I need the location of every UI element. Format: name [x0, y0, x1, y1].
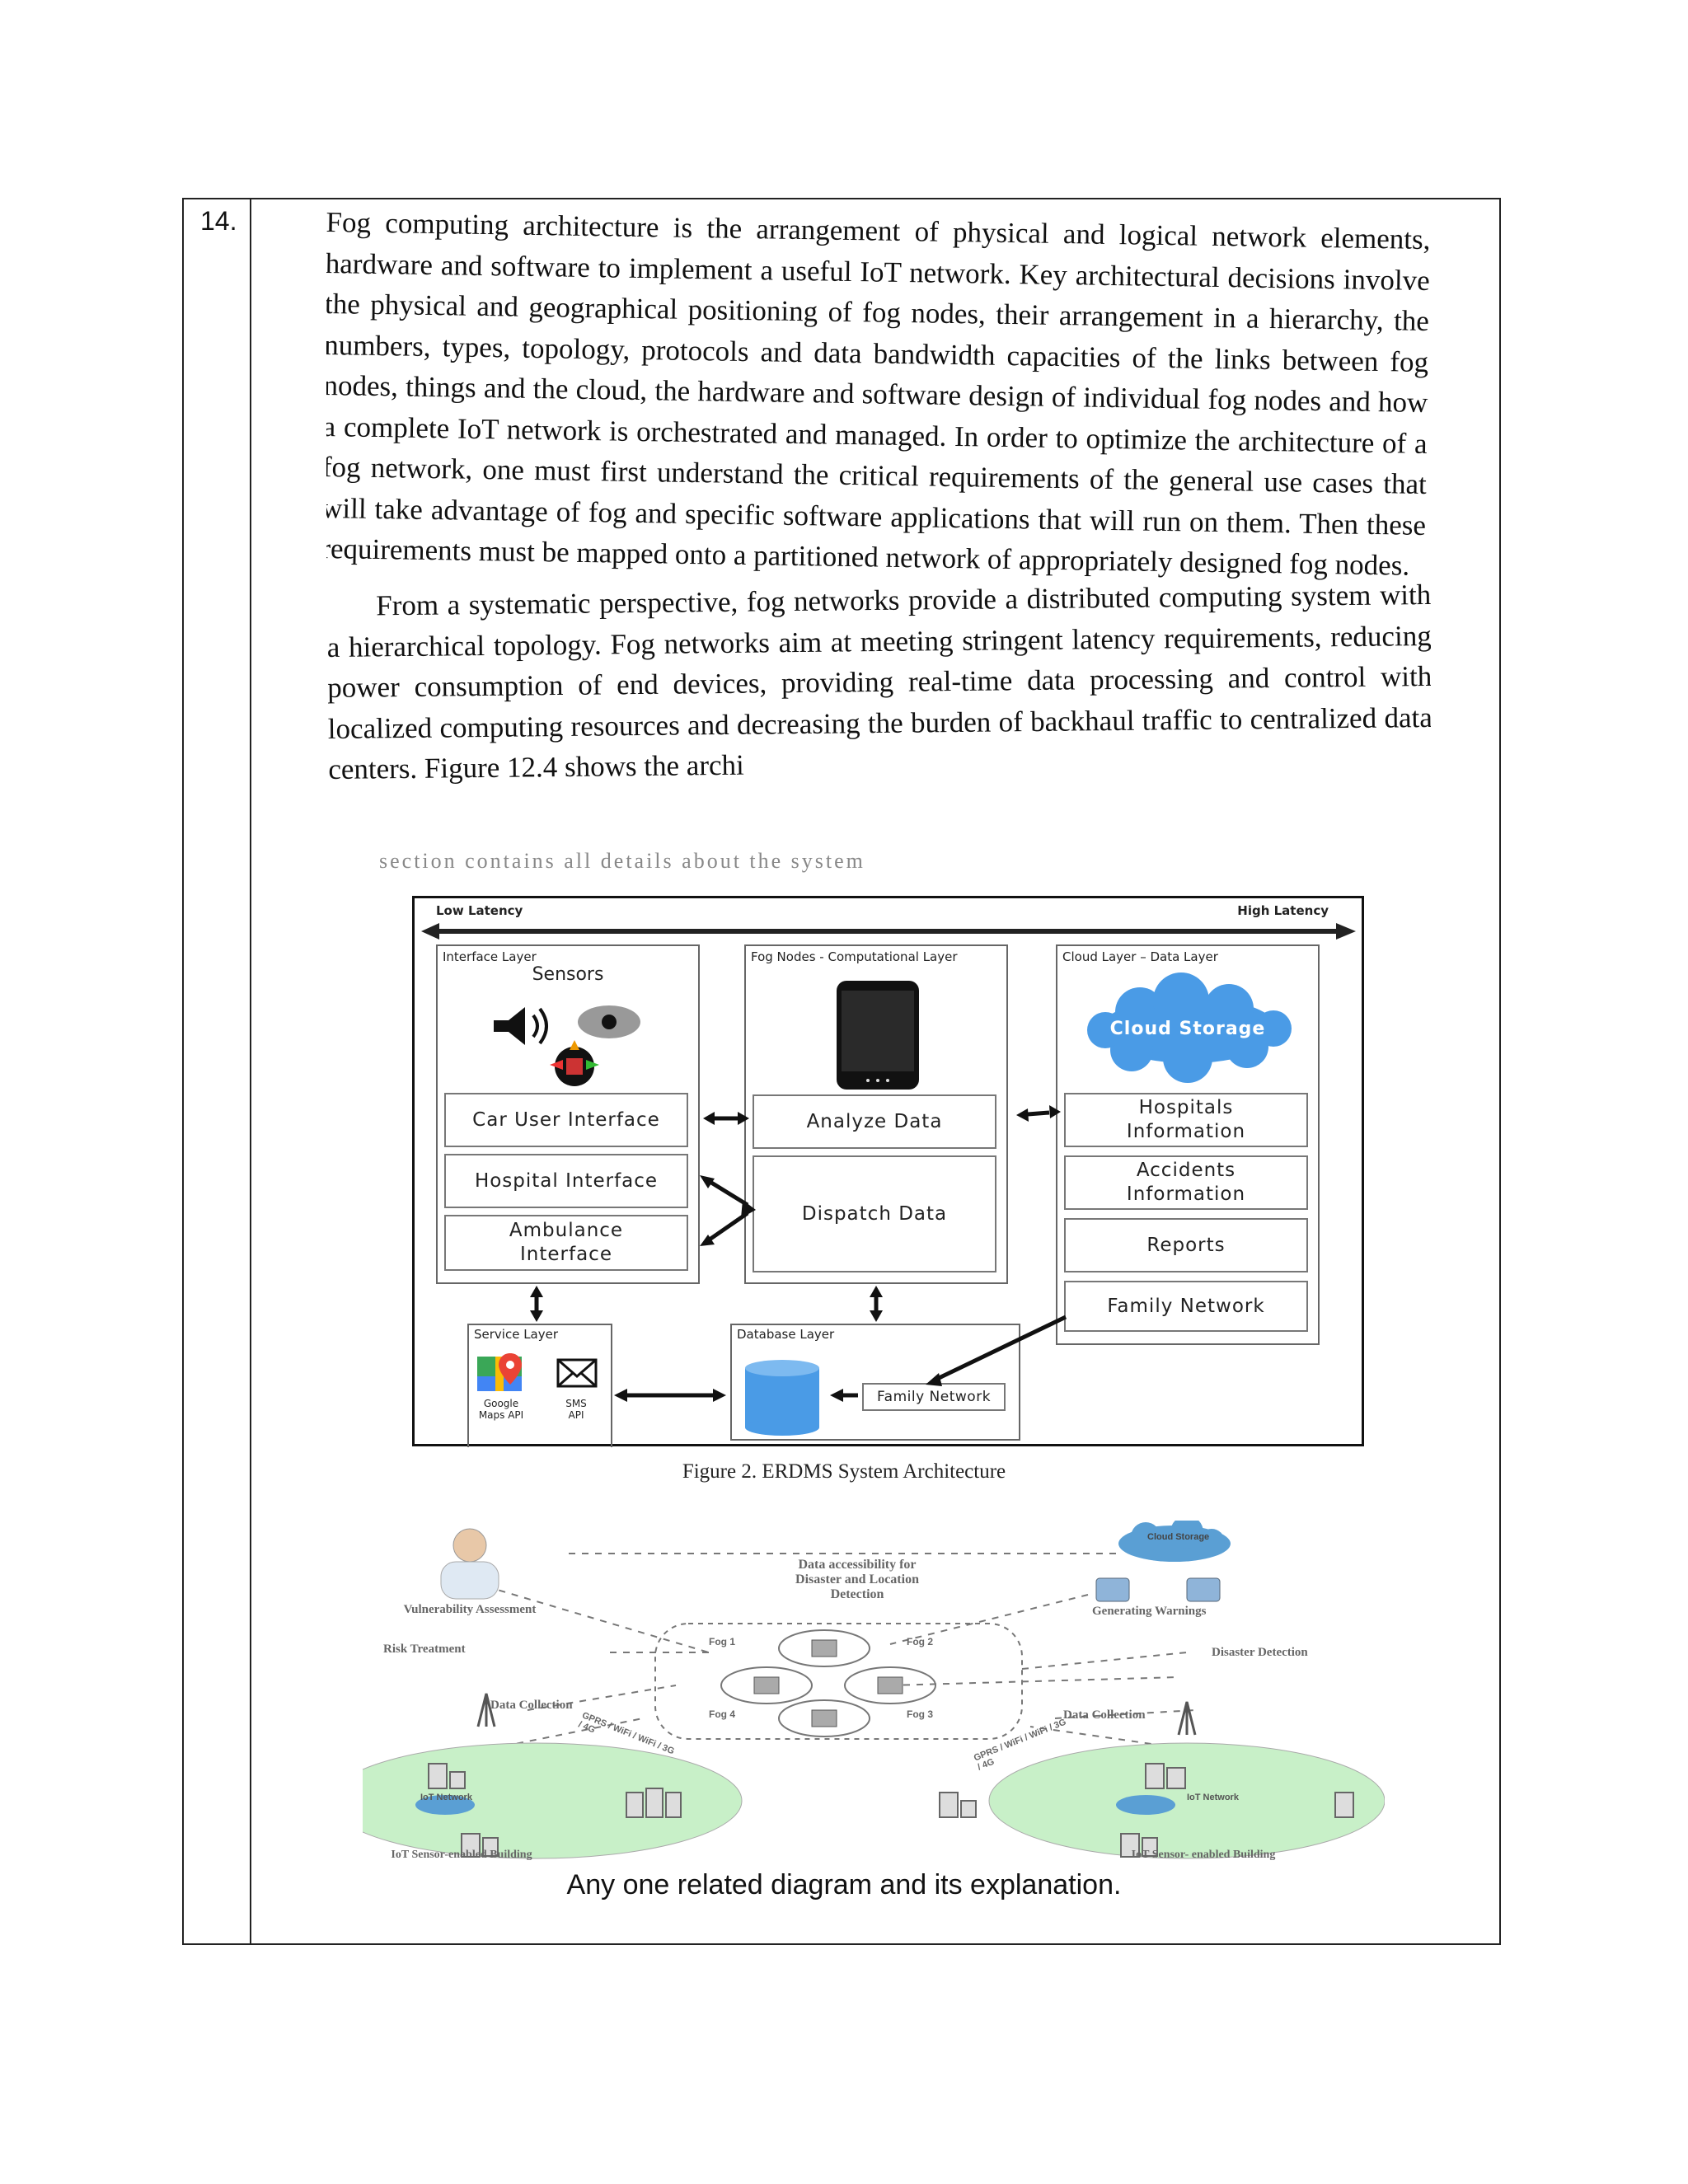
- fig3-building-right: IoT Sensor- enabled Building: [1131, 1849, 1276, 1861]
- google-maps-icon: [477, 1353, 522, 1391]
- sms-api-label: SMS API: [565, 1398, 587, 1421]
- accidents-information-box: Accidents Information: [1064, 1155, 1308, 1210]
- answer-table: 14.: [182, 198, 1501, 1945]
- fog1-label: Fog 1: [709, 1636, 735, 1647]
- database-cylinder-icon: [745, 1360, 819, 1436]
- fog-nodes-layer: Fog Nodes - Computational Layer Analyze …: [744, 944, 1008, 1284]
- fig3-data-collection-left: Data Collection: [490, 1699, 573, 1712]
- cloud-storage-label: Cloud Storage: [1109, 1019, 1266, 1039]
- disaster-detection-figure: Cloud Storage Data accessibility for Dis…: [363, 1521, 1385, 1875]
- fig3-vulnerability-label: Vulnerability Assessment: [403, 1603, 537, 1616]
- hospital-interface-box: Hospital Interface: [444, 1154, 688, 1208]
- question-number: 14.: [200, 206, 237, 236]
- paragraph-1: Fog computing architecture is the arrang…: [326, 205, 1431, 582]
- sensors-label: Sensors: [532, 964, 604, 985]
- fig3-risk-label: Risk Treatment: [383, 1643, 466, 1656]
- fog2-label: Fog 2: [907, 1636, 933, 1647]
- fog3-label: Fog 3: [907, 1708, 933, 1720]
- cloud-layer: Cloud Layer – Data Layer Cloud Storage H…: [1056, 944, 1320, 1345]
- latency-arrow: [421, 923, 1356, 940]
- interface-layer: Interface Layer Sensors Car User Interfa…: [436, 944, 700, 1284]
- answer-instruction: Any one related diagram and its explanat…: [566, 1869, 1122, 1900]
- service-layer: Service Layer Google Maps API SMS API: [467, 1324, 612, 1447]
- family-network-cloud-box: Family Network: [1064, 1281, 1308, 1332]
- sensors-icon: [494, 1005, 640, 1086]
- fig3-generating-label: Generating Warnings: [1092, 1605, 1207, 1618]
- figure-2-caption: Figure 2. ERDMS System Architecture: [682, 1460, 1006, 1483]
- phone-icon: [837, 981, 919, 1090]
- scanned-cut-line: section contains all details about the s…: [379, 849, 865, 873]
- dispatch-data-box: Dispatch Data: [753, 1155, 996, 1272]
- fog4-label: Fog 4: [709, 1708, 735, 1720]
- database-layer-title: Database Layer: [737, 1327, 835, 1342]
- sms-envelope-icon: [556, 1358, 598, 1388]
- cloud-layer-title: Cloud Layer – Data Layer: [1062, 949, 1218, 964]
- google-maps-api-label: Google Maps API: [478, 1398, 524, 1421]
- fog-layer-title: Fog Nodes - Computational Layer: [751, 949, 958, 964]
- high-latency-label: High Latency: [1237, 903, 1329, 918]
- fig3-disaster-detection-label: Disaster Detection: [1212, 1646, 1308, 1659]
- fig3-iot-network-right: IoT Network: [1187, 1793, 1239, 1802]
- fig3-iot-network-left: IoT Network: [420, 1793, 472, 1802]
- connector-arrows: [530, 1105, 1067, 1402]
- fig3-cloud-storage-label: Cloud Storage: [1147, 1532, 1210, 1542]
- car-user-interface-box: Car User Interface: [444, 1093, 688, 1147]
- reports-box: Reports: [1064, 1218, 1308, 1272]
- question-number-column: 14.: [184, 199, 251, 1943]
- database-layer: Database Layer Family Network: [730, 1324, 1020, 1441]
- cloud-storage-icon: [1087, 972, 1292, 1083]
- hospitals-information-box: Hospitals Information: [1064, 1093, 1308, 1147]
- fig3-graphics: [363, 1521, 1385, 1859]
- paragraph-2: From a systematic perspective, fog netwo…: [326, 578, 1431, 785]
- low-latency-label: Low Latency: [436, 903, 523, 918]
- ambulance-interface-box: Ambulance Interface: [444, 1215, 688, 1271]
- fig3-data-collection-right: Data Collection: [1063, 1708, 1146, 1722]
- analyze-data-box: Analyze Data: [753, 1094, 996, 1149]
- interface-layer-title: Interface Layer: [443, 949, 537, 964]
- erdms-architecture-figure: Low Latency High Latency Interface Layer…: [412, 896, 1364, 1447]
- scanned-text-block: Fog computing architecture is the arrang…: [326, 202, 1431, 795]
- fig3-data-access-label: Data accessibility for Disaster and Loca…: [795, 1558, 919, 1601]
- service-layer-title: Service Layer: [474, 1327, 559, 1342]
- fig3-building-left: IoT Sensor-enabled Building: [391, 1849, 532, 1861]
